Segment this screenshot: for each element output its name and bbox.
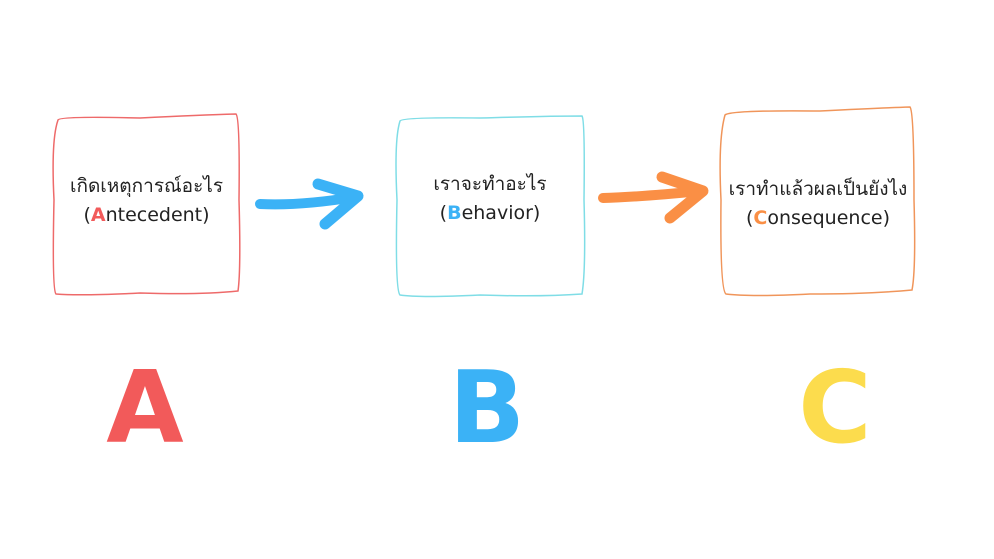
arrow-a-to-b (255, 178, 364, 230)
consequence-title: เราทำแล้วผลเป็นยังไง (728, 178, 908, 200)
big-letter-a: A (106, 349, 184, 466)
big-letter-c: C (798, 349, 872, 466)
highlight-letter-a: A (90, 204, 106, 226)
behavior-label: เราจะทำอะไร (Behavior) (397, 170, 583, 228)
consequence-subtitle: (Consequence) (718, 204, 918, 233)
subtitle-rest: onsequence) (767, 207, 890, 229)
behavior-title: เราจะทำอะไร (433, 173, 547, 195)
paren: ( (83, 204, 91, 226)
consequence-box (719, 106, 916, 297)
highlight-letter-c: C (753, 207, 768, 229)
highlight-letter-b: B (447, 202, 462, 224)
subtitle-rest: ntecedent) (105, 204, 210, 226)
paren: ( (439, 202, 448, 224)
arrow-b-to-c (598, 171, 709, 224)
behavior-subtitle: (Behavior) (397, 199, 583, 228)
big-letter-b: B (448, 349, 526, 466)
subtitle-rest: ehavior) (461, 202, 541, 224)
consequence-label: เราทำแล้วผลเป็นยังไง (Consequence) (718, 175, 918, 233)
behavior-box (395, 115, 586, 298)
antecedent-label: เกิดเหตุการณ์อะไร (Antecedent) (55, 172, 238, 230)
paren: ( (745, 207, 754, 229)
antecedent-box (52, 113, 241, 296)
antecedent-subtitle: (Antecedent) (55, 201, 238, 230)
antecedent-title: เกิดเหตุการณ์อะไร (69, 175, 224, 197)
